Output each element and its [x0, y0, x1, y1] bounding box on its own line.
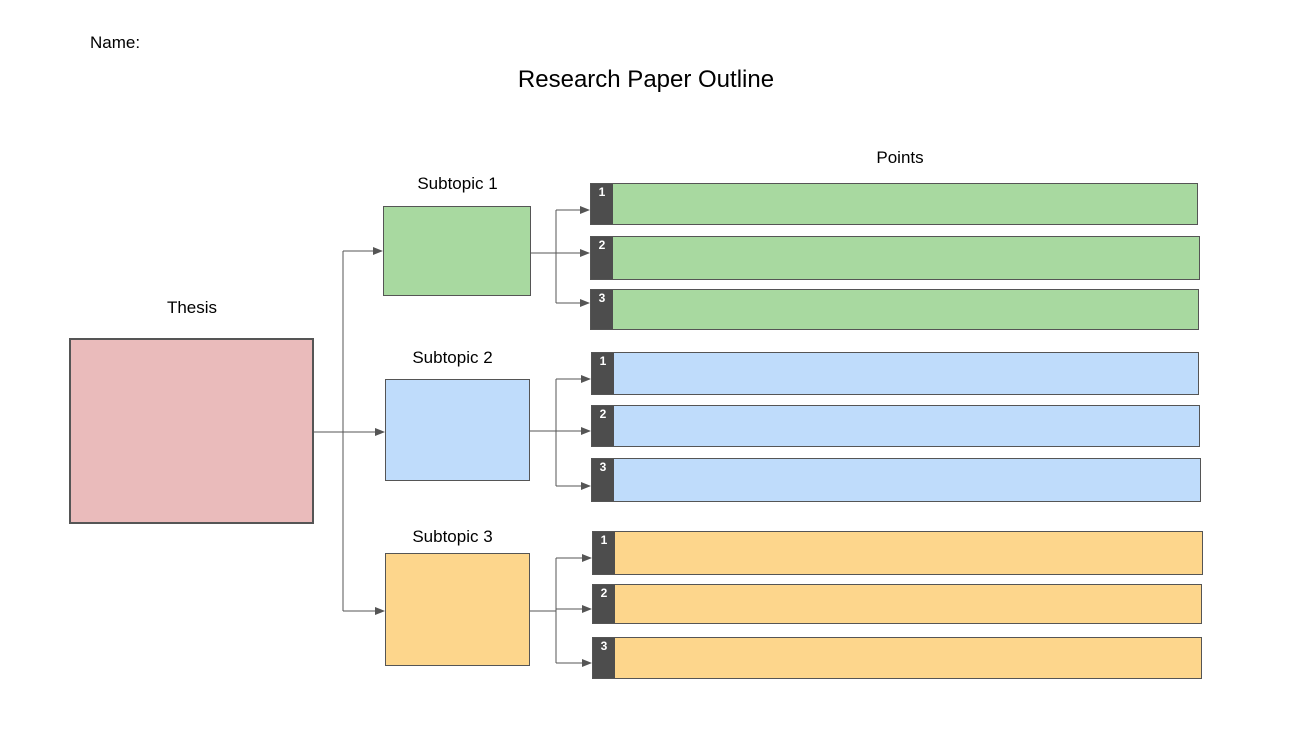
subtopic-2-label: Subtopic 2	[412, 348, 493, 367]
subtopic-3-point-2[interactable]: 2	[592, 584, 1202, 624]
point-number-badge: 2	[592, 406, 614, 446]
points-header: Points	[876, 148, 924, 167]
point-number-badge: 1	[591, 184, 613, 224]
subtopic-1-label: Subtopic 1	[417, 174, 498, 193]
subtopic-1-point-1[interactable]: 1	[590, 183, 1198, 225]
subtopic-3-point-1[interactable]: 1	[592, 531, 1203, 575]
subtopic-2-point-2[interactable]: 2	[591, 405, 1200, 447]
subtopic-2-box[interactable]	[385, 379, 530, 481]
point-number-badge: 1	[592, 353, 614, 394]
subtopic-1-box[interactable]	[383, 206, 531, 296]
point-number-badge: 3	[591, 290, 613, 329]
subtopic-1-point-2[interactable]: 2	[590, 236, 1200, 280]
thesis-label: Thesis	[166, 298, 218, 317]
point-number-badge: 3	[592, 459, 614, 501]
point-number-badge: 3	[593, 638, 615, 678]
thesis-box[interactable]	[69, 338, 314, 524]
name-label: Name:	[90, 33, 141, 52]
subtopic-1-point-3[interactable]: 3	[590, 289, 1199, 330]
point-number-badge: 1	[593, 532, 615, 574]
subtopic-3-box[interactable]	[385, 553, 530, 666]
point-number-badge: 2	[593, 585, 615, 623]
subtopic-3-point-3[interactable]: 3	[592, 637, 1202, 679]
page-title: Research Paper Outline	[517, 66, 775, 93]
subtopic-2-point-1[interactable]: 1	[591, 352, 1199, 395]
point-number-badge: 2	[591, 237, 613, 279]
subtopic-2-point-3[interactable]: 3	[591, 458, 1201, 502]
subtopic-3-label: Subtopic 3	[412, 527, 493, 546]
